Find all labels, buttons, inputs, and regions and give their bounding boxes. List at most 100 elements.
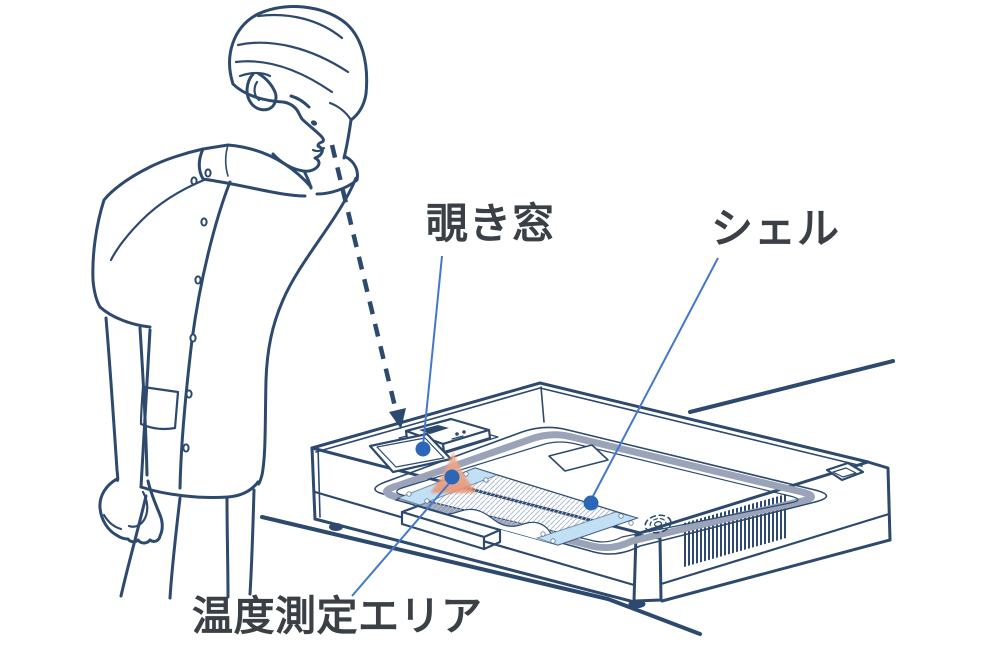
body-left-edge — [139, 328, 152, 489]
callouts — [351, 255, 719, 597]
gasket-frame — [383, 431, 815, 552]
lid-back-inner-edges — [315, 387, 863, 467]
sight-dashed-line — [329, 144, 399, 412]
right-corner-bevel — [866, 460, 892, 542]
collar-right-flap — [315, 155, 359, 196]
tray-frame — [374, 426, 828, 555]
ear-inner-line — [253, 80, 261, 102]
ear-outline — [245, 72, 278, 112]
latch-outer — [825, 461, 865, 482]
incubator-device — [310, 381, 892, 609]
left-corner-inner-edge — [317, 446, 321, 518]
callout-dot-temperature-area — [444, 469, 460, 485]
dial-mid-ring — [649, 517, 667, 531]
mouth-line — [311, 146, 326, 153]
front-right-bottom-edge — [660, 538, 892, 603]
knuckle-line — [102, 513, 123, 531]
dial-outer-ring — [644, 514, 672, 534]
window-inner-frame — [376, 437, 445, 468]
collar-fold-line — [224, 144, 229, 177]
left-leg-inner — [168, 496, 182, 600]
panel-front-right-face — [441, 428, 492, 454]
body-right-edge — [256, 176, 358, 486]
panel-button — [455, 432, 459, 436]
front-handle — [400, 504, 502, 551]
eye — [310, 120, 318, 126]
label-viewing-window: 覗き窓 — [426, 200, 556, 247]
shell-screw-hole — [406, 491, 412, 497]
label-temperature-area: 温度測定エリア — [192, 593, 483, 639]
right-leg-outer — [248, 488, 256, 596]
callout-dot-shell — [583, 495, 599, 511]
table-lines — [260, 359, 895, 636]
back-corner-inner-line — [540, 386, 545, 423]
device-foot — [329, 523, 343, 531]
sight-arrowhead-icon — [389, 408, 406, 429]
shoulder-outer-line — [91, 147, 205, 309]
top-front-right-edge — [638, 460, 870, 535]
device-foot — [628, 599, 646, 609]
sleeve-seam — [109, 178, 206, 262]
callout-dot-viewing-window — [415, 441, 431, 457]
head-outline — [228, 5, 369, 122]
shell-screw-hole — [550, 538, 556, 544]
shell-screw-hole — [483, 477, 489, 483]
corner-post — [632, 533, 663, 603]
person-illustration — [91, 5, 369, 600]
shirt-button — [189, 333, 197, 343]
interior-cutout-window — [548, 444, 609, 472]
face-profile — [231, 82, 325, 173]
shell-band-right — [535, 511, 639, 546]
forearm-outer-line — [104, 316, 120, 482]
sleeve-hem — [98, 305, 152, 329]
handle-notch — [409, 542, 425, 548]
placket-line — [178, 180, 232, 490]
leader-shell — [590, 257, 719, 501]
leader-viewing-window — [422, 255, 443, 447]
panel-display — [419, 425, 449, 434]
device-edges — [310, 381, 892, 605]
left-corner-edge — [310, 446, 317, 521]
collar-button — [204, 168, 212, 178]
shirt-button — [182, 443, 190, 453]
panel-marking — [451, 435, 464, 440]
shell-screw-hole — [424, 498, 430, 504]
opening-outline — [374, 426, 828, 555]
shirt-button — [200, 217, 208, 227]
shirt-button — [194, 275, 202, 285]
shirt-button — [185, 389, 193, 399]
lid-back-edges — [310, 381, 870, 464]
sight-line-arrow — [329, 144, 406, 429]
shell-screw-hole — [540, 531, 546, 537]
dial-center-ring — [653, 521, 663, 527]
lid-latch — [825, 461, 865, 482]
table-back-edge — [688, 359, 895, 414]
hair-strand — [236, 41, 350, 74]
tray-inner-line — [396, 441, 799, 543]
hair-fringe — [238, 71, 272, 78]
forearm-inner-line — [138, 326, 149, 477]
leader-temperature-area — [351, 479, 453, 597]
shell-screw-hole — [618, 513, 624, 519]
dial-knob — [644, 514, 672, 534]
label-shell: シェル — [711, 205, 841, 252]
panel-button — [462, 430, 466, 434]
collar-left-panel — [197, 143, 313, 198]
latch-inner — [832, 467, 857, 478]
hair-nape — [328, 101, 353, 122]
front-right-seam — [659, 512, 891, 586]
shirt-hem — [139, 480, 260, 499]
right-leg-inner — [225, 496, 230, 599]
shell-screw-hole — [628, 520, 634, 526]
hand-fist — [98, 477, 164, 545]
left-leg-outer — [119, 494, 148, 598]
table-front-edge — [260, 515, 702, 636]
chest-pocket — [139, 385, 180, 431]
eyebrow — [289, 94, 311, 109]
handle-end-cap — [482, 528, 502, 551]
hair-strand — [256, 13, 344, 40]
front-left-bottom-edge — [313, 517, 640, 605]
hair-strand — [234, 60, 334, 94]
